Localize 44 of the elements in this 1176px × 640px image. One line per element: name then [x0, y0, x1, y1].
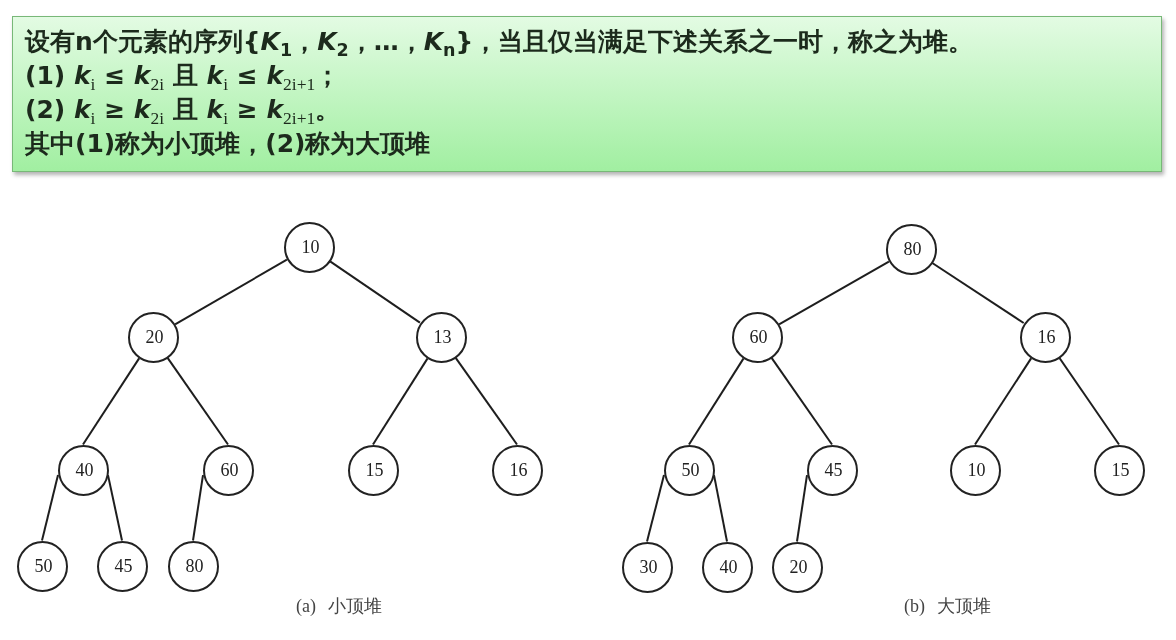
tree-edge	[174, 258, 288, 326]
condition-text: (2) k$_{i}$ ≥ k$_{2i}$ 且 k$_{i}$ ≥ k$_{2i+1}$。	[25, 94, 341, 127]
heap-node: 45	[96, 540, 148, 592]
figure-caption: (b) 大顶堆	[904, 595, 992, 618]
tree-edge	[372, 357, 429, 446]
heap-node: 10	[949, 444, 1001, 496]
tree-edge	[1058, 357, 1120, 446]
tree-edge	[329, 260, 421, 324]
heap-node: 20	[127, 311, 179, 363]
tree-edge	[192, 474, 204, 542]
heap-node: 16	[1019, 311, 1071, 363]
figure-caption: (a) 小顶堆	[296, 595, 383, 618]
note-text: 其中(1)称为小顶堆，(2)称为大顶堆	[25, 128, 431, 160]
heap-node: 80	[167, 540, 219, 592]
tree-edge	[974, 357, 1033, 446]
heap-node: 20	[771, 541, 823, 593]
heap-node: 15	[347, 444, 399, 496]
heap-node: 40	[57, 444, 109, 496]
heap-node: 15	[1093, 444, 1145, 496]
heap-node: 50	[663, 444, 715, 496]
tree-edge	[107, 474, 123, 542]
tree-edge	[796, 474, 808, 543]
tree-edge	[41, 474, 59, 542]
heap-node: 40	[701, 541, 753, 593]
tree-edge	[770, 356, 833, 446]
tree-edge	[931, 262, 1025, 324]
definition-box	[12, 16, 1162, 172]
heap-node: 60	[731, 311, 783, 363]
tree-edge	[454, 356, 518, 446]
heap-node: 10	[283, 221, 335, 273]
tree-edge	[778, 260, 890, 326]
heap-node: 60	[202, 444, 254, 496]
heap-node: 45	[806, 444, 858, 496]
condition-text: (1) k$_{i}$ ≤ k$_{2i}$ 且 k$_{i}$ ≤ k$_{2i+1}$；	[25, 60, 341, 93]
definition-text: 设有n个元素的序列{K$_{1}$，K$_{2}$，…，K$_{n}$}，当且仅当满足下述关系之一时，称之为堆。	[25, 26, 974, 59]
tree-edge	[166, 356, 229, 446]
tree-edge	[646, 474, 665, 543]
tree-edge	[688, 357, 745, 446]
tree-edge	[82, 357, 141, 446]
heap-node: 80	[885, 223, 937, 275]
heap-node: 30	[621, 541, 673, 593]
heap-node: 13	[415, 311, 467, 363]
heap-node: 16	[491, 444, 543, 496]
heap-node: 50	[16, 540, 68, 592]
